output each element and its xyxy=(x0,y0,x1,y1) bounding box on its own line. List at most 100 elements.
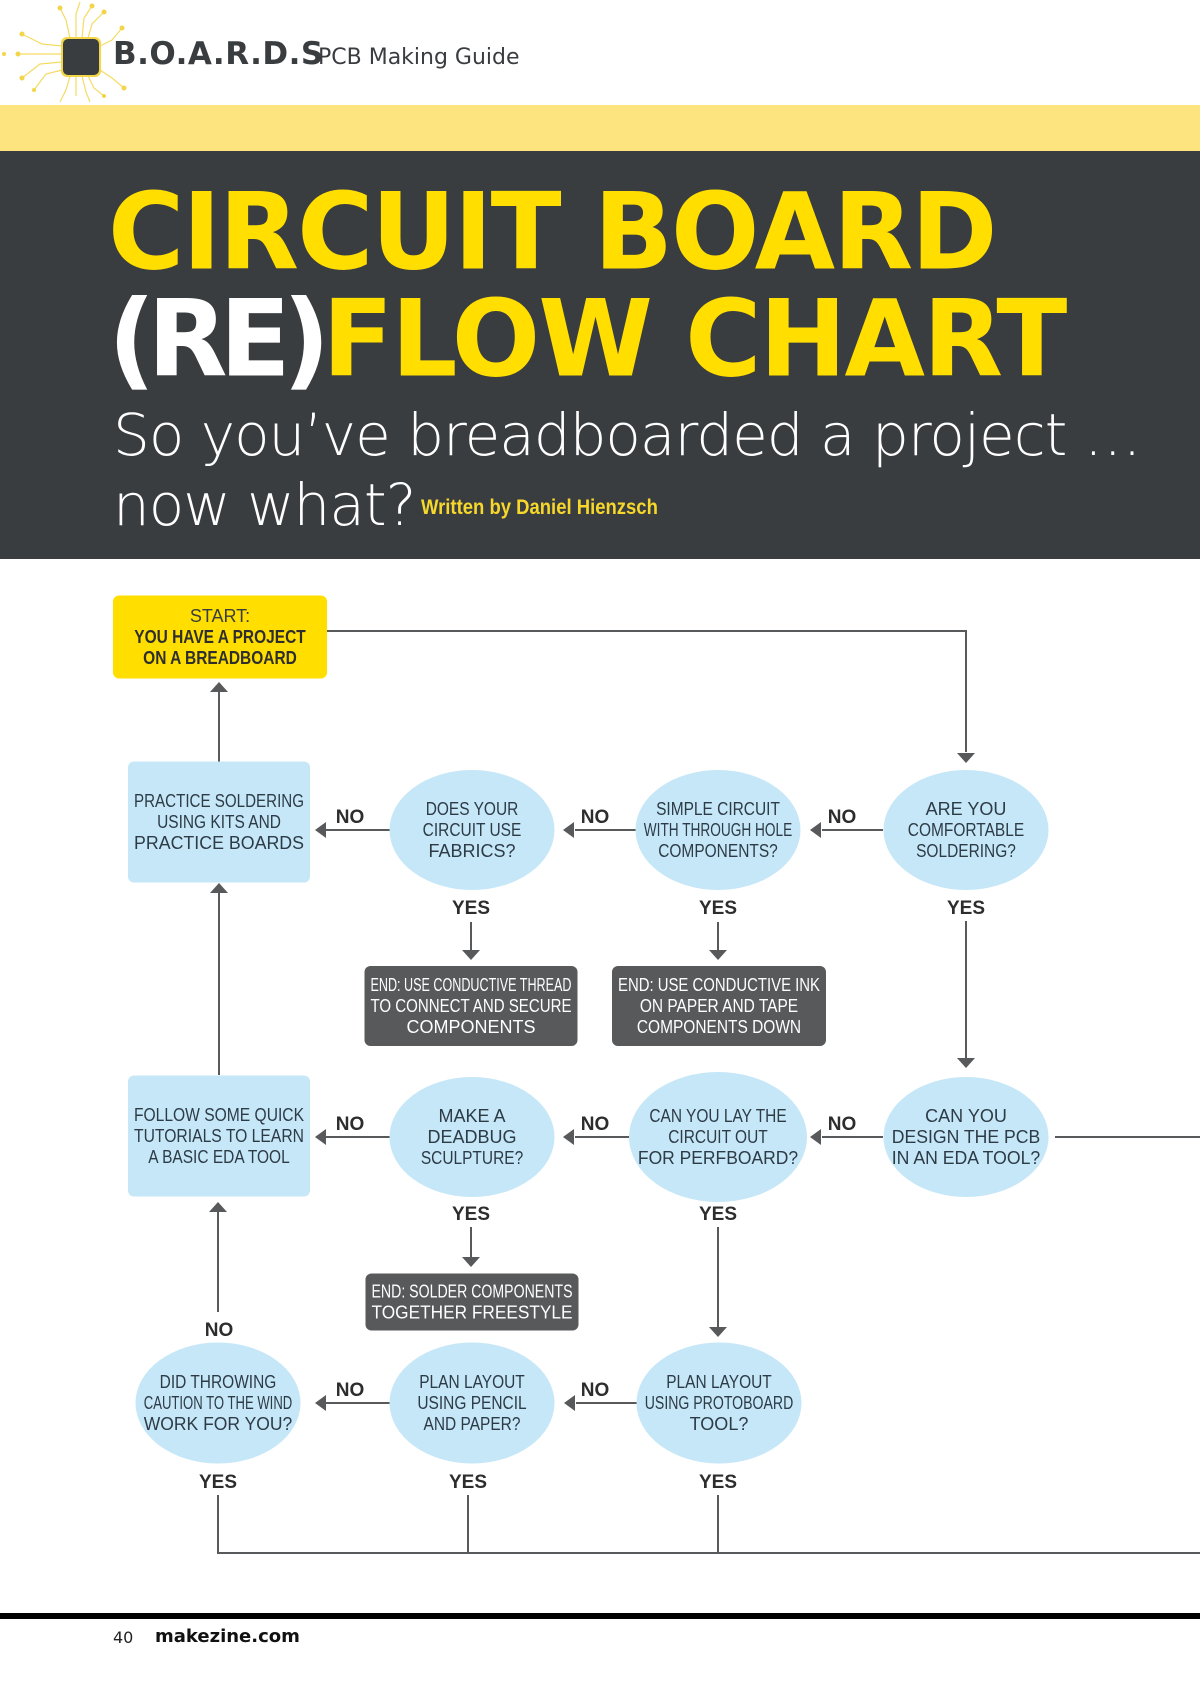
page-title-line2: (RE)FLOW CHART xyxy=(108,286,1067,392)
decision-shape xyxy=(389,1077,555,1197)
site-link[interactable]: makezine.com xyxy=(155,1626,300,1647)
edge-label-yes: YES xyxy=(199,1472,237,1493)
node-text-line: YOU HAVE A PROJECT xyxy=(134,627,305,647)
node-text-line: PLAN LAYOUT xyxy=(419,1372,525,1392)
node-text-line: CAN YOU xyxy=(925,1106,1007,1126)
end-shape xyxy=(612,966,826,1046)
node-text-line: START: xyxy=(190,606,250,626)
connectors xyxy=(209,630,1200,1554)
decision-shape xyxy=(389,1342,555,1464)
node-text-line: END: SOLDER COMPONENTS xyxy=(372,1282,573,1302)
node-text-line: CIRCUIT OUT xyxy=(668,1127,767,1147)
decision-shape xyxy=(135,1342,301,1464)
page-number: 40 xyxy=(113,1628,134,1647)
node-text-line: WITH THROUGH HOLE xyxy=(644,820,793,840)
connector-start-to-comfortable xyxy=(327,630,967,752)
node-text-line: COMPONENTS xyxy=(406,1017,535,1037)
node-text-line: CAUTION TO THE WIND xyxy=(144,1393,293,1413)
node-text-line: PRACTICE SOLDERING xyxy=(134,791,304,811)
edge-label-no: NO xyxy=(336,1380,365,1401)
node-text-line: MAKE A xyxy=(438,1106,505,1126)
decision-shape xyxy=(629,1072,807,1202)
node-text-line: FABRICS? xyxy=(428,841,515,861)
edge-label-no: NO xyxy=(205,1320,234,1341)
edge-label-no: NO xyxy=(828,1114,857,1135)
arrow-down-icon xyxy=(462,1257,480,1267)
decision-shape xyxy=(389,770,555,890)
footer-rule xyxy=(0,1613,1200,1619)
edge-label-no: NO xyxy=(336,807,365,828)
node-text-line: AND PAPER? xyxy=(424,1414,521,1434)
node-text-line: DOES YOUR xyxy=(426,799,519,819)
edge-label-no: NO xyxy=(336,1114,365,1135)
start-shape xyxy=(113,595,327,679)
edge-label-no: NO xyxy=(581,1114,610,1135)
page-title-main: FLOW CHART xyxy=(322,276,1067,402)
decision-shape xyxy=(636,1342,802,1464)
arrow-down-icon xyxy=(709,950,727,960)
node-text-line: USING PENCIL xyxy=(417,1393,526,1413)
node-text-line: TOGETHER FREESTYLE xyxy=(372,1303,573,1323)
decision-shape xyxy=(883,770,1049,890)
end-shape xyxy=(365,1273,579,1331)
node-text-line: ON PAPER AND TAPE xyxy=(640,996,798,1016)
page-header: B.O.A.R.D.S PCB Making Guide xyxy=(0,0,1200,105)
arrow-left-icon xyxy=(315,822,326,838)
arrow-up-icon xyxy=(210,883,228,893)
edge-label-yes: YES xyxy=(699,898,737,919)
action-shape xyxy=(128,761,310,883)
node-text-line: PLAN LAYOUT xyxy=(666,1372,772,1392)
node-text-line: END: USE CONDUCTIVE INK xyxy=(618,975,820,995)
node-text-line: CAN YOU LAY THE xyxy=(649,1106,786,1126)
action-shape xyxy=(128,1075,310,1197)
subtitle-line1: So you’ve breadboarded a project … xyxy=(113,401,1142,469)
node-text-line: ARE YOU xyxy=(926,799,1007,819)
edge-label-no: NO xyxy=(828,807,857,828)
arrow-down-icon xyxy=(462,950,480,960)
node-text-line: TUTORIALS TO LEARN xyxy=(134,1126,304,1146)
arrow-up-icon xyxy=(210,682,228,692)
arrow-down-icon xyxy=(957,753,975,763)
arrow-left-icon xyxy=(810,1129,821,1145)
edge-label-yes: YES xyxy=(449,1472,487,1493)
series-title: B.O.A.R.D.S xyxy=(113,36,324,72)
arrow-left-icon xyxy=(810,822,821,838)
node-text-line: IN AN EDA TOOL? xyxy=(892,1148,1041,1168)
end-shape xyxy=(364,966,578,1046)
decision-shape xyxy=(883,1077,1049,1197)
node-text-line: DEADBUG xyxy=(427,1127,516,1147)
node-text-line: USING KITS AND xyxy=(157,812,281,832)
node-text-line: USING PROTOBOARD xyxy=(645,1393,794,1413)
arrow-left-icon xyxy=(564,1395,575,1411)
node-text-line: SOLDERING? xyxy=(916,841,1016,861)
node-text-line: FOLLOW SOME QUICK xyxy=(134,1105,304,1125)
node-text-line: COMPONENTS? xyxy=(658,841,778,861)
node-text-line: COMFORTABLE xyxy=(908,820,1024,840)
hero-banner xyxy=(0,151,1200,559)
edge-label-no: NO xyxy=(581,807,610,828)
node-text-line: CIRCUIT USE xyxy=(423,820,522,840)
edge-label-yes: YES xyxy=(699,1472,737,1493)
node-text-line: TOOL? xyxy=(690,1414,749,1434)
arrow-down-icon xyxy=(957,1058,975,1068)
edge-label-no: NO xyxy=(581,1380,610,1401)
arrow-left-icon xyxy=(563,822,574,838)
edge-label-yes: YES xyxy=(947,898,985,919)
byline: Written by Daniel Hienzsch xyxy=(421,496,658,519)
arrow-left-icon xyxy=(563,1129,574,1145)
arrow-down-icon xyxy=(709,1327,727,1337)
